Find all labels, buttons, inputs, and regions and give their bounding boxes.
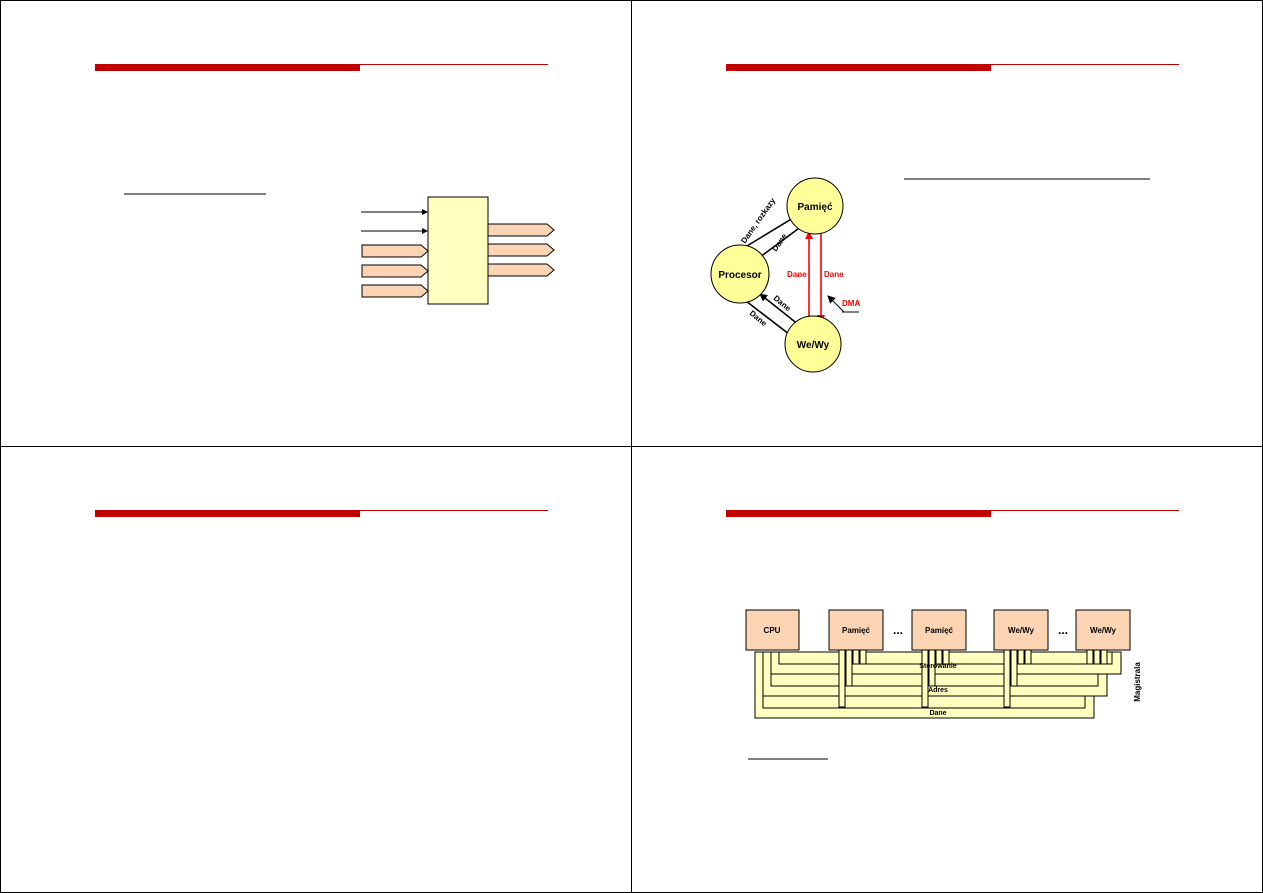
- slide-1: [0, 0, 632, 447]
- title-accent-line: [991, 510, 1179, 511]
- cpu-block-label: CPU: [764, 626, 781, 635]
- input-arrowhead-2: [422, 228, 428, 234]
- slide-2: Pamięć Procesor We/Wy Dane, rozkazy Dane…: [631, 0, 1263, 447]
- memory-node-label: Pamięć: [797, 202, 832, 213]
- io-node-label: We/Wy: [797, 340, 830, 351]
- io-block-1: [993, 609, 1049, 651]
- label-data-mem-to-cpu: Dane: [770, 232, 789, 254]
- io-block-1-label: We/Wy: [1008, 626, 1034, 635]
- label-data-commands: Dane, rozkazy: [739, 196, 777, 245]
- ellipsis-io: ...: [1058, 623, 1068, 637]
- cpu-block: [745, 609, 800, 651]
- bus-connectors: [838, 649, 1108, 708]
- io-block-2: [1075, 609, 1131, 651]
- address-bus-label: Adres: [928, 687, 948, 694]
- input-bus-arrow-2: [361, 264, 429, 278]
- slide-1-graphics: [124, 193, 555, 305]
- slide-4: Sterowanie Adres Dane CPU Pamięć Pamięć …: [631, 446, 1263, 893]
- slide-3: [0, 446, 632, 893]
- title-accent-bar: [726, 510, 991, 517]
- processor-node-label: Procesor: [718, 270, 761, 281]
- input-arrowhead-1: [422, 209, 428, 215]
- label-data-io-to-cpu: Dane: [772, 294, 793, 314]
- memory-node: [786, 177, 844, 235]
- label-dma-right: Dane: [824, 270, 844, 279]
- title-accent-bar: [726, 64, 991, 71]
- output-bus-arrow-3: [487, 263, 555, 277]
- arrow-cpu-to-memory: [741, 214, 799, 250]
- arrow-memory-to-cpu: [755, 222, 807, 261]
- output-bus-arrow-2: [487, 243, 555, 257]
- output-bus-arrow-1: [487, 223, 555, 237]
- title-accent-bar: [95, 64, 360, 71]
- input-bus-arrow-1: [361, 244, 429, 258]
- processor-node: [710, 244, 770, 304]
- slide-2-diagram: Pamięć Procesor We/Wy Dane, rozkazy Dane…: [710, 177, 1150, 373]
- memory-block-2-label: Pamięć: [925, 626, 954, 635]
- ellipsis-memory: ...: [893, 623, 903, 637]
- memory-block-1-label: Pamięć: [842, 626, 871, 635]
- io-block-2-label: We/Wy: [1090, 626, 1116, 635]
- input-bus-arrow-3: [361, 284, 429, 298]
- title-accent-line: [360, 510, 548, 511]
- label-dma: DMA: [842, 299, 860, 308]
- bus-label: Magistrala: [1133, 662, 1142, 702]
- io-node: [784, 315, 842, 373]
- memory-block-2: [911, 609, 967, 651]
- label-data-cpu-to-io: Dane: [748, 309, 769, 329]
- dma-pointer-arrow: [827, 295, 845, 313]
- label-dma-left: Dane: [787, 270, 807, 279]
- data-bus-label: Dane: [929, 710, 946, 717]
- memory-block-1: [828, 609, 884, 651]
- slide-4-bus-diagram: Sterowanie Adres Dane CPU Pamięć Pamięć …: [745, 609, 1142, 760]
- device-block: [427, 196, 489, 305]
- control-bus-label: Sterowanie: [919, 663, 956, 670]
- title-accent-line: [991, 64, 1179, 65]
- title-accent-line: [360, 64, 548, 65]
- title-accent-bar: [95, 510, 360, 517]
